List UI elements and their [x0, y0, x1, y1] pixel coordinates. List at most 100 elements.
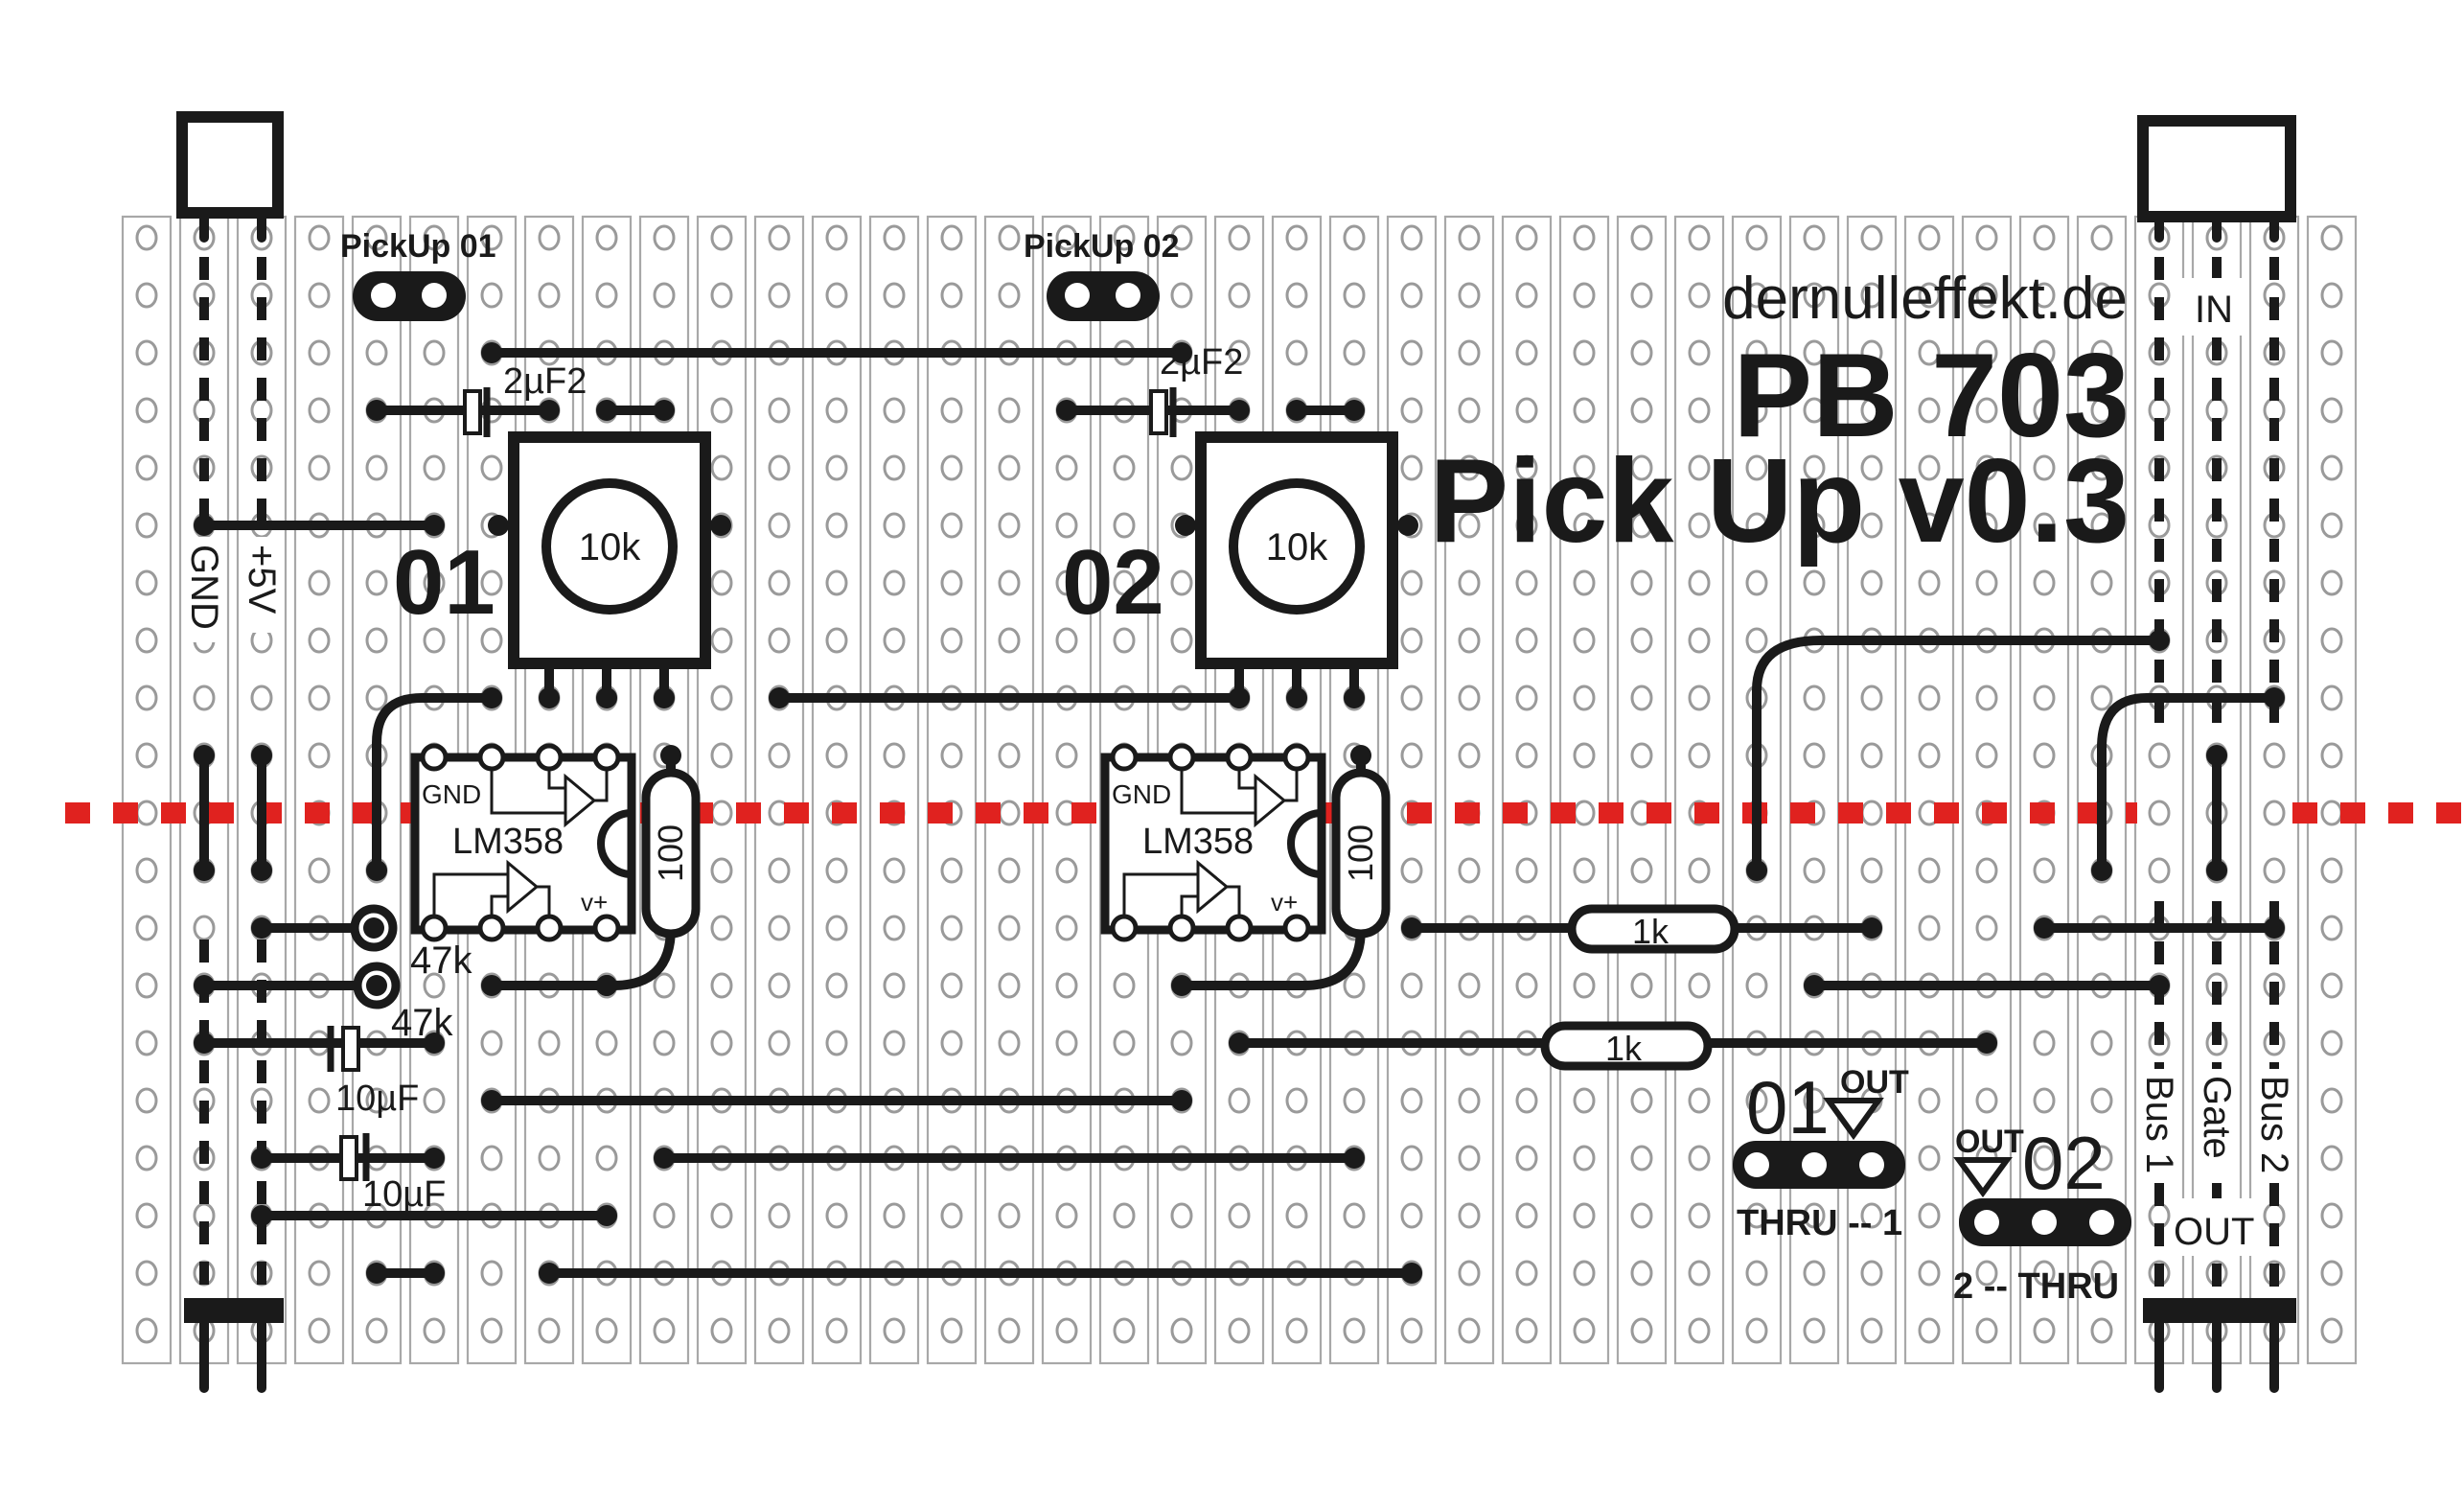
hole — [193, 915, 216, 941]
hole — [1975, 512, 1998, 539]
hole — [1055, 627, 1078, 654]
hole — [595, 1030, 618, 1056]
solder-point — [481, 342, 502, 363]
jumper-02[interactable]: OUT 02 2 -- THRU — [1953, 1121, 2131, 1307]
hole — [710, 454, 733, 481]
hole — [135, 742, 158, 769]
hole — [1630, 1087, 1653, 1114]
hole — [1918, 1202, 1941, 1229]
jumper-01[interactable]: 01 OUT THRU -- 1 — [1733, 1064, 1909, 1243]
hole — [1170, 224, 1193, 251]
hole — [768, 1030, 791, 1056]
hole — [1630, 282, 1653, 309]
hole — [2033, 1145, 2056, 1172]
hole — [2320, 569, 2343, 596]
hole — [1515, 972, 1538, 999]
hole — [710, 224, 733, 251]
bus-header-base — [2143, 1298, 2296, 1323]
hole — [2320, 224, 2343, 251]
hole — [1745, 224, 1768, 251]
resistor-100-b: 100 — [1331, 745, 1391, 939]
hole — [135, 1260, 158, 1287]
hole — [1170, 1030, 1193, 1056]
hole — [1918, 915, 1941, 941]
hole — [423, 454, 446, 481]
hole — [2090, 684, 2113, 711]
hole — [1285, 224, 1308, 251]
hole — [768, 512, 791, 539]
hole — [1630, 569, 1653, 596]
hole — [883, 742, 906, 769]
hole — [710, 857, 733, 884]
solder-point — [1804, 975, 1825, 996]
capacitor-10uf-a: 10µF — [327, 1026, 419, 1119]
hole — [2320, 1202, 2343, 1229]
ic2-name: LM358 — [1142, 822, 1254, 862]
hole — [1860, 800, 1883, 826]
hole — [1515, 1260, 1538, 1287]
solder-point — [194, 745, 215, 766]
hole — [2148, 800, 2171, 826]
hole — [1343, 1087, 1366, 1114]
jumper2-caption: 2 -- THRU — [1953, 1266, 2119, 1307]
hole — [883, 1202, 906, 1229]
hole — [1113, 454, 1136, 481]
hole — [883, 915, 906, 941]
hole — [135, 512, 158, 539]
hole — [1458, 1202, 1481, 1229]
hole — [1458, 972, 1481, 999]
hole — [768, 1202, 791, 1229]
hole — [1458, 454, 1481, 481]
copper-strip — [1041, 215, 1093, 1365]
hole — [1688, 1317, 1711, 1344]
hole — [1688, 512, 1711, 539]
hole — [653, 972, 676, 999]
copper-strip — [1616, 215, 1668, 1365]
hole — [1860, 1202, 1883, 1229]
hole — [1113, 512, 1136, 539]
hole — [135, 1317, 158, 1344]
ic-lm358-01: GND LM358 v+ — [410, 743, 636, 942]
cap-2uf2-a-label: 2µF2 — [503, 361, 587, 402]
hole — [308, 684, 331, 711]
hole — [1803, 454, 1826, 481]
jumper1-id: 01 — [1746, 1065, 1830, 1149]
hole — [940, 1030, 963, 1056]
hole — [1630, 1202, 1653, 1229]
hole — [308, 224, 331, 251]
res47k-b-label: 47k — [391, 1002, 453, 1044]
solder-point — [366, 400, 387, 421]
hole — [1860, 742, 1883, 769]
hole — [1458, 1317, 1481, 1344]
title-line1: PB 703 — [1733, 330, 2130, 462]
hole — [1458, 512, 1481, 539]
hole — [1688, 1260, 1711, 1287]
hole — [1515, 339, 1538, 366]
solder-point — [481, 1090, 502, 1111]
hole — [1918, 1317, 1941, 1344]
ic2-vplus-label: v+ — [1271, 888, 1298, 916]
hole — [1573, 1317, 1596, 1344]
hole — [2320, 1145, 2343, 1172]
hole — [308, 1317, 331, 1344]
pot02-id: 02 — [1062, 531, 1164, 634]
hole — [825, 224, 848, 251]
hole — [1630, 1317, 1653, 1344]
hole — [1458, 1145, 1481, 1172]
hole — [308, 627, 331, 654]
solder-point — [194, 515, 215, 536]
hole — [1573, 1260, 1596, 1287]
pot02-value: 10k — [1266, 526, 1328, 568]
hole — [1688, 397, 1711, 424]
copper-strip — [1558, 215, 1610, 1365]
hole — [1573, 800, 1596, 826]
hole — [883, 627, 906, 654]
hole — [308, 742, 331, 769]
hole — [998, 224, 1021, 251]
bus2-label: Bus 2 — [2253, 1076, 2295, 1173]
solder-point — [424, 1032, 445, 1054]
hole — [940, 282, 963, 309]
hole — [2090, 1030, 2113, 1056]
hole — [1745, 454, 1768, 481]
